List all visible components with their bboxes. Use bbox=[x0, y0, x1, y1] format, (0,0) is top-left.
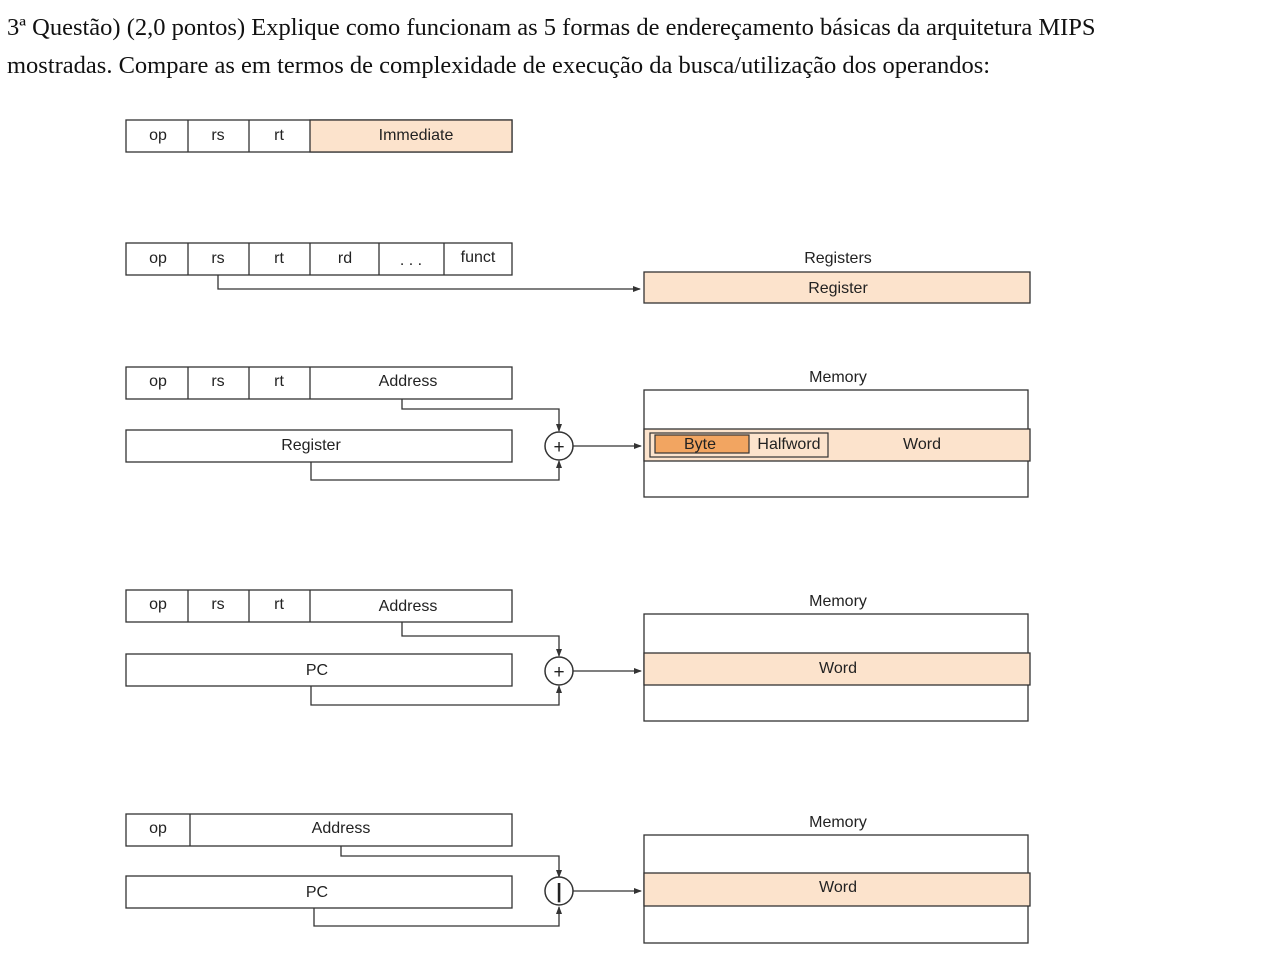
rt-field: rt bbox=[274, 596, 284, 613]
question-line-2: mostradas. Compare as em termos de compl… bbox=[7, 52, 991, 79]
rt-field: rt bbox=[274, 373, 284, 390]
concatenate-symbol: | bbox=[556, 881, 562, 903]
memory-title: Memory bbox=[809, 593, 867, 610]
address-field: Address bbox=[312, 820, 371, 837]
word-label: Word bbox=[819, 660, 857, 677]
rt-field: rt bbox=[274, 250, 284, 267]
word-label: Word bbox=[819, 879, 857, 896]
op-field: op bbox=[149, 373, 167, 390]
rs-field: rs bbox=[211, 250, 224, 267]
register-cell-label: Register bbox=[808, 280, 868, 297]
rs-field: rs bbox=[211, 127, 224, 144]
address-field: Address bbox=[379, 373, 438, 390]
immediate-label: Immediate bbox=[379, 127, 454, 144]
base-register-label: Register bbox=[281, 437, 341, 454]
question-text: 3ª Questão) (2,0 pontos) Explique como f… bbox=[7, 9, 1257, 85]
halfword-label: Halfword bbox=[757, 436, 820, 453]
op-field: op bbox=[149, 127, 167, 144]
base-addressing: op rs rt Address Register + Memory Byte … bbox=[125, 366, 1031, 498]
rd-field: rd bbox=[338, 250, 352, 267]
memory-title: Memory bbox=[809, 369, 867, 386]
op-field: op bbox=[149, 596, 167, 613]
pc-relative-addressing: op rs rt Address PC + Memory Word bbox=[125, 589, 1031, 722]
immediate-field bbox=[309, 119, 513, 153]
pc-box bbox=[125, 875, 513, 909]
rs-to-register-arrow bbox=[217, 275, 641, 292]
rt-field: rt bbox=[274, 127, 284, 144]
word-label: Word bbox=[903, 436, 941, 453]
dots-field: . . . bbox=[400, 252, 422, 269]
address-field: Address bbox=[379, 598, 438, 615]
adder-symbol: + bbox=[553, 662, 564, 683]
registers-title: Registers bbox=[804, 250, 872, 267]
pc-box bbox=[125, 653, 513, 687]
word-cell bbox=[643, 872, 1031, 907]
byte-label: Byte bbox=[684, 436, 716, 453]
pseudodirect-addressing: op Address PC | Memory Word bbox=[125, 813, 1031, 944]
memory-title: Memory bbox=[809, 814, 867, 831]
adder-symbol: + bbox=[553, 437, 564, 458]
register-cell bbox=[643, 271, 1031, 304]
rs-field: rs bbox=[211, 596, 224, 613]
op-field: op bbox=[149, 250, 167, 267]
op-field: op bbox=[149, 820, 167, 837]
base-register-box bbox=[125, 429, 513, 463]
question-line-1: 3ª Questão) (2,0 pontos) Explique como f… bbox=[7, 14, 1096, 41]
funct-field: funct bbox=[461, 249, 496, 266]
immediate-addressing: op rs rt Immediate bbox=[125, 119, 513, 153]
rs-field: rs bbox=[211, 373, 224, 390]
byte-cell bbox=[654, 434, 750, 454]
pc-label: PC bbox=[306, 884, 328, 901]
word-cell bbox=[643, 652, 1031, 686]
register-addressing: op rs rt rd . . . funct Registers Regist… bbox=[125, 242, 1031, 304]
pc-label: PC bbox=[306, 662, 328, 679]
